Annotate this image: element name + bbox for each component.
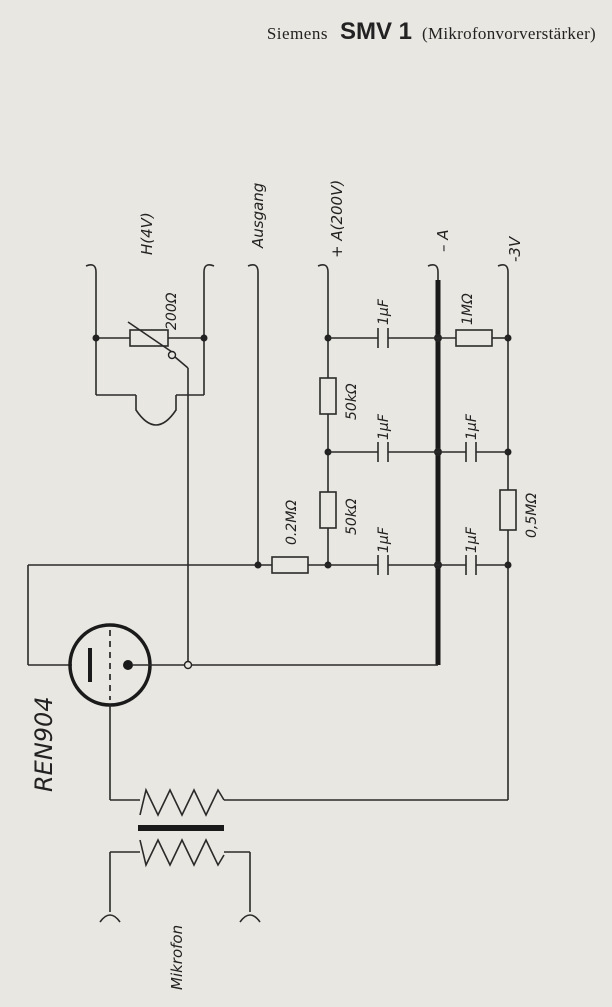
input-transformer <box>99 787 508 923</box>
plus-a-rail <box>319 280 337 569</box>
label-cap-low-a: 1μF <box>376 526 392 553</box>
filter-resistor-1 <box>319 377 337 415</box>
label-tube: REN904 <box>30 696 58 792</box>
label-minus-a: – A <box>434 229 452 252</box>
label-cap-mid-b: 1μF <box>464 413 480 440</box>
terminal-heater-right <box>203 264 215 280</box>
heater-rheostat <box>127 321 189 665</box>
label-grid-bias-resistor: 1MΩ <box>460 293 476 325</box>
terminal-minus-a <box>427 264 439 280</box>
label-cap-top-a: 1μF <box>376 298 392 325</box>
label-microphone: Mikrofon <box>168 925 186 990</box>
minus-3v-rail <box>499 280 517 800</box>
pilot-lamp-icon <box>135 395 177 426</box>
label-filter-resistor-1: 50kΩ <box>344 383 360 420</box>
header-model: SMV 1 <box>339 18 412 45</box>
label-output: Ausgang <box>249 183 267 249</box>
label-heater: H(4V) <box>138 212 156 255</box>
plate-resistor <box>271 556 309 574</box>
terminal-plus-a <box>317 264 329 280</box>
header-brand: Siemens <box>266 24 328 43</box>
label-minus-3v: -3V <box>506 235 524 262</box>
terminal-heater-left <box>85 264 97 280</box>
header-description: (Mikrofonvorverstärker) <box>421 24 596 43</box>
row-top <box>328 328 508 348</box>
vacuum-tube <box>27 565 438 800</box>
label-cap-mid-a: 1μF <box>376 413 392 440</box>
grid-bias-resistor <box>455 329 493 347</box>
heater-circuit <box>92 280 208 426</box>
label-cap-low-b: 1μF <box>464 526 480 553</box>
page-header: Siemens SMV 1 (Mikrofonvorverstärker) <box>267 18 596 46</box>
label-heater-rheostat: 200Ω <box>164 292 180 330</box>
terminal-output <box>247 264 259 280</box>
label-bias-divider: 0,5MΩ <box>524 493 540 538</box>
terminal-minus-3v <box>497 264 509 280</box>
label-plate-resistor: 0.2MΩ <box>284 500 300 545</box>
label-plus-a: + A(200V) <box>328 180 346 258</box>
row-bottom <box>28 555 508 575</box>
row-middle <box>328 442 508 462</box>
filter-resistor-2 <box>319 491 337 529</box>
bias-divider-resistor <box>499 489 517 531</box>
label-filter-resistor-2: 50kΩ <box>344 498 360 535</box>
